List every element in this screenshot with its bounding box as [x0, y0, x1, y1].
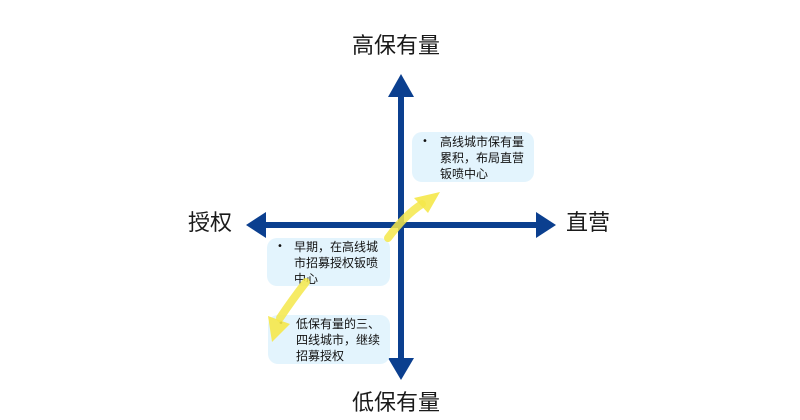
note-text: 高线城市保有量累积，布局直营钣喷中心 [440, 135, 525, 181]
bullet-icon: • [277, 241, 283, 252]
bullet-icon: • [422, 136, 428, 147]
axis-label-left: 授权 [188, 211, 233, 236]
axis-arrowhead-up [388, 74, 414, 97]
note-low-tier-authorized: • 低保有量的三、四线城市，继续招募授权 [268, 315, 390, 364]
axis-label-bottom: 低保有量 [352, 391, 441, 416]
axis-arrowhead-down [388, 358, 414, 380]
axis-label-right: 直营 [566, 211, 611, 236]
note-early-authorized: • 早期，在高线城市招募授权钣喷中心 [267, 238, 390, 286]
note-text: 低保有量的三、四线城市，继续招募授权 [296, 317, 381, 363]
axis-label-top: 高保有量 [352, 34, 441, 59]
note-high-tier-direct: • 高线城市保有量累积，布局直营钣喷中心 [412, 132, 534, 182]
bullet-icon: • [278, 318, 284, 329]
axis-arrowhead-right [536, 212, 556, 238]
note-text: 早期，在高线城市招募授权钣喷中心 [294, 240, 379, 286]
axis-arrowhead-left [246, 212, 266, 238]
